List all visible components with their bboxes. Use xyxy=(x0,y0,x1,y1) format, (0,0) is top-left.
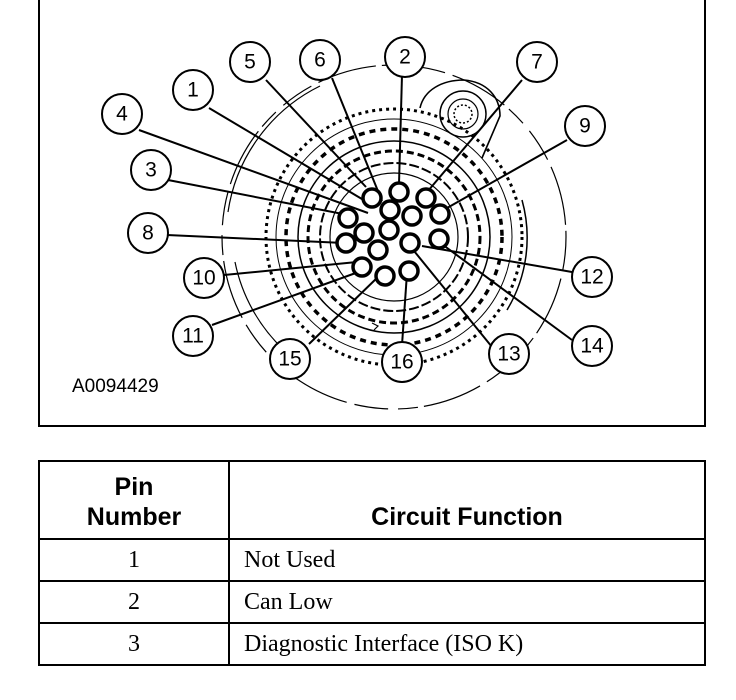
pin-socket-1 xyxy=(361,187,383,209)
callout-3: 3 xyxy=(130,149,172,191)
pin-socket-13 xyxy=(399,232,421,254)
pin-function-table: Pin Number Circuit Function 1 Not Used 2… xyxy=(38,460,706,666)
pin-socket-7 xyxy=(415,187,437,209)
connector-body xyxy=(221,64,567,410)
circuit-function-cell: Not Used xyxy=(228,538,706,582)
pin-socket-8 xyxy=(335,232,357,254)
callout-4: 4 xyxy=(101,93,143,135)
callout-9: 9 xyxy=(564,105,606,147)
connector-diagram: 1 2 3 4 5 6 7 xyxy=(72,36,613,410)
table-row: 1 Not Used xyxy=(38,538,706,582)
connector-figure: 1 2 3 4 5 6 7 xyxy=(38,0,706,427)
callout-1: 1 xyxy=(172,69,214,111)
pin-socket-12 xyxy=(401,205,423,227)
callout-7: 7 xyxy=(516,41,558,83)
table-row: 3 Diagnostic Interface (ISO K) xyxy=(38,622,706,666)
svg-text:10: 10 xyxy=(192,267,215,290)
callout-2: 2 xyxy=(384,36,426,78)
callout-12: 12 xyxy=(571,256,613,298)
circuit-function-cell: Diagnostic Interface (ISO K) xyxy=(228,622,706,666)
svg-text:9: 9 xyxy=(579,115,591,138)
pin-socket-3 xyxy=(337,207,359,229)
svg-text:15: 15 xyxy=(278,348,301,371)
svg-text:3: 3 xyxy=(145,159,157,182)
svg-text:1: 1 xyxy=(187,79,199,102)
callout-15: 15 xyxy=(269,338,311,380)
callout-13: 13 xyxy=(488,333,530,375)
svg-text:5: 5 xyxy=(244,51,256,74)
svg-text:16: 16 xyxy=(390,351,413,374)
leader-lines xyxy=(138,74,573,348)
svg-text:8: 8 xyxy=(142,222,154,245)
pin-socket-4 xyxy=(379,199,401,221)
pin-socket-11 xyxy=(351,256,373,278)
svg-text:4: 4 xyxy=(116,103,128,126)
pin-number-cell: 1 xyxy=(38,538,230,582)
callout-8: 8 xyxy=(127,212,169,254)
pin-socket-10 xyxy=(367,239,389,261)
pin-socket-2 xyxy=(388,181,410,203)
pin-socket-15 xyxy=(374,265,396,287)
callout-6: 6 xyxy=(299,39,341,81)
pin-number-header: Pin Number xyxy=(38,460,230,540)
figure-reference-code: A0094429 xyxy=(72,376,159,397)
pin-socket-5 xyxy=(353,222,375,244)
circuit-function-cell: Can Low xyxy=(228,580,706,624)
pin-socket-14 xyxy=(428,228,450,250)
pin-socket-6 xyxy=(378,219,400,241)
svg-text:11: 11 xyxy=(182,325,204,348)
callout-16: 16 xyxy=(381,341,423,383)
svg-text:12: 12 xyxy=(580,266,603,289)
svg-text:13: 13 xyxy=(497,343,520,366)
svg-text:6: 6 xyxy=(314,49,326,72)
callouts: 1 2 3 4 5 6 7 xyxy=(101,36,613,383)
pin-number-cell: 3 xyxy=(38,622,230,666)
pin-sockets xyxy=(335,181,451,287)
pin-socket-9 xyxy=(429,203,451,225)
table-row: 2 Can Low xyxy=(38,580,706,624)
callout-14: 14 xyxy=(571,325,613,367)
callout-5: 5 xyxy=(229,41,271,83)
svg-text:14: 14 xyxy=(580,335,604,358)
circuit-function-header: Circuit Function xyxy=(228,460,706,540)
pin-number-cell: 2 xyxy=(38,580,230,624)
svg-text:7: 7 xyxy=(531,51,543,74)
callout-11: 11 xyxy=(172,315,214,357)
callout-10: 10 xyxy=(183,257,225,299)
pin-socket-16 xyxy=(398,260,420,282)
table-header-row: Pin Number Circuit Function xyxy=(38,460,706,540)
svg-text:2: 2 xyxy=(399,46,411,69)
